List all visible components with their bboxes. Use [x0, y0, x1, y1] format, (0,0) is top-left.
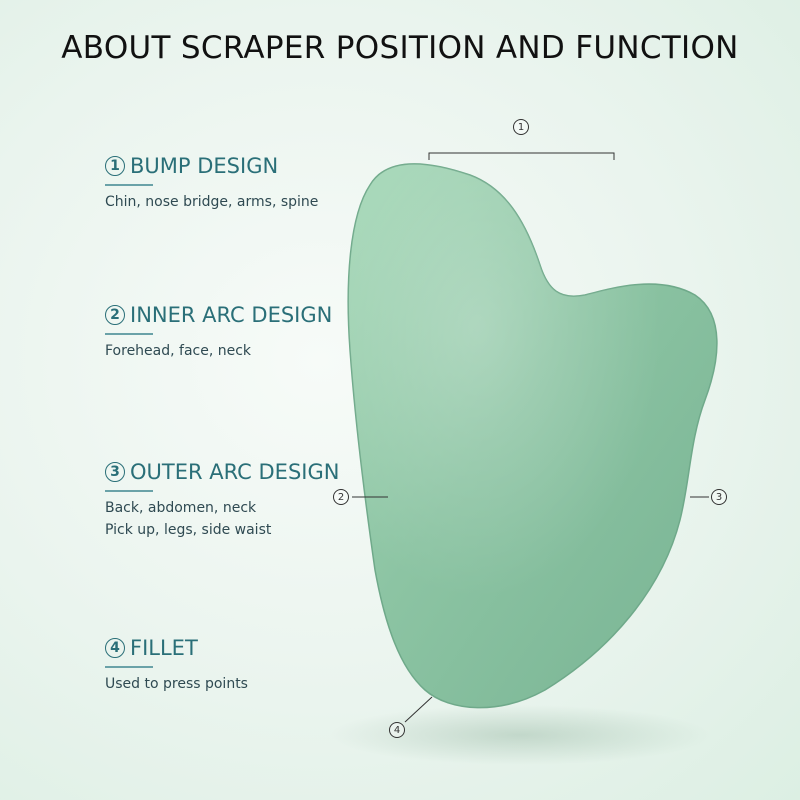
number-badge: 4 [105, 638, 125, 658]
feature-description: Forehead, face, neck [105, 340, 405, 362]
marker-4: 4 [389, 722, 405, 738]
feature-description: Chin, nose bridge, arms, spine [105, 191, 405, 213]
feature-title: FILLET [130, 636, 198, 660]
divider [105, 333, 153, 335]
feature-heading: 4 FILLET [105, 633, 405, 663]
feature-description: Used to press points [105, 673, 405, 695]
feature-title: OUTER ARC DESIGN [130, 460, 340, 484]
number-badge: 3 [105, 462, 125, 482]
description-line: Used to press points [105, 675, 248, 692]
number-badge: 1 [105, 156, 125, 176]
divider [105, 666, 153, 668]
description-line: Forehead, face, neck [105, 342, 252, 359]
feature-list: 1 BUMP DESIGN Chin, nose bridge, arms, s… [105, 0, 405, 800]
feature-bump-design: 1 BUMP DESIGN Chin, nose bridge, arms, s… [105, 151, 405, 213]
divider [105, 184, 153, 186]
marker-1: 1 [513, 119, 529, 135]
feature-fillet: 4 FILLET Used to press points [105, 633, 405, 695]
stone-shadow [330, 705, 710, 765]
divider [105, 490, 153, 492]
pointer-lines [352, 152, 709, 723]
description-line: Pick up, legs, side waist [105, 521, 272, 538]
feature-title: BUMP DESIGN [130, 154, 279, 178]
feature-heading: 3 OUTER ARC DESIGN [105, 457, 405, 487]
bracket-line [428, 152, 615, 160]
feature-heading: 1 BUMP DESIGN [105, 151, 405, 181]
feature-title: INNER ARC DESIGN [130, 303, 333, 327]
stone-highlight [348, 163, 717, 708]
number-badge: 2 [105, 305, 125, 325]
feature-outer-arc-design: 3 OUTER ARC DESIGN Back, abdomen, neck P… [105, 457, 405, 541]
description-line: Back, abdomen, neck [105, 499, 257, 516]
feature-description: Back, abdomen, neck Pick up, legs, side … [105, 497, 405, 541]
marker-3: 3 [711, 489, 727, 505]
feature-heading: 2 INNER ARC DESIGN [105, 300, 405, 330]
page-title: ABOUT SCRAPER POSITION AND FUNCTION [61, 30, 739, 66]
marker-2: 2 [333, 489, 349, 505]
description-line: Chin, nose bridge, arms, spine [105, 193, 319, 210]
pointer-line [404, 696, 433, 723]
feature-inner-arc-design: 2 INNER ARC DESIGN Forehead, face, neck [105, 300, 405, 362]
